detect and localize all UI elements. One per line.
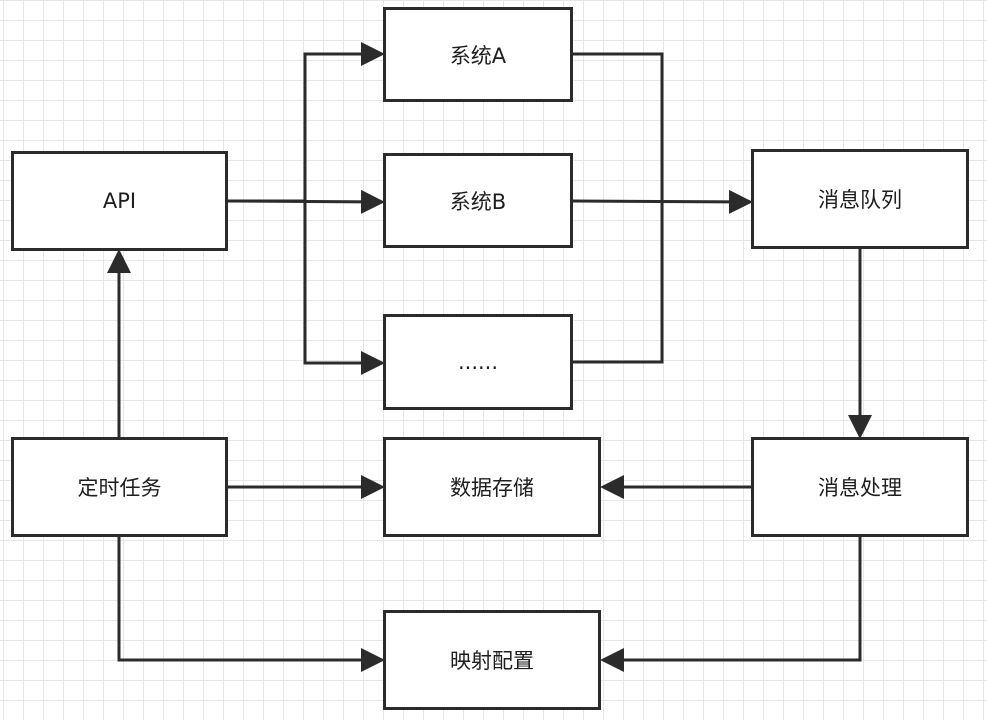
node-message-queue-label: 消息队列 (818, 188, 902, 212)
node-system-more[interactable]: ...... (383, 314, 573, 410)
node-message-processing[interactable]: 消息处理 (751, 437, 969, 537)
node-system-b[interactable]: 系统B (383, 153, 573, 248)
node-mapping-config-label: 映射配置 (450, 649, 534, 673)
edge-api-to-system-a (228, 42, 385, 203)
node-scheduled-task-label: 定时任务 (77, 476, 162, 500)
node-scheduled-task[interactable]: 定时任务 (11, 437, 228, 537)
edge-system-b-to-queue (571, 189, 753, 214)
edge-system-a-to-queue (572, 52, 664, 201)
node-system-b-label: 系统B (449, 189, 507, 214)
node-system-more-label: ...... (457, 350, 499, 374)
edge-system-more-to-queue (572, 201, 664, 364)
node-message-processing-label: 消息处理 (818, 476, 902, 500)
node-system-a[interactable]: 系统A (383, 7, 573, 102)
node-data-storage-label: 数据存储 (450, 476, 534, 500)
node-message-queue[interactable]: 消息队列 (751, 149, 969, 249)
edge-processing-to-mapping (600, 537, 862, 672)
node-data-storage[interactable]: 数据存储 (383, 437, 601, 537)
edge-api-to-system-more (303, 201, 385, 375)
edge-task-to-mapping (117, 537, 385, 672)
node-system-a-label: 系统A (449, 43, 507, 68)
node-api[interactable]: API (11, 151, 228, 251)
node-api-label: API (102, 189, 137, 213)
node-mapping-config[interactable]: 映射配置 (383, 610, 601, 710)
